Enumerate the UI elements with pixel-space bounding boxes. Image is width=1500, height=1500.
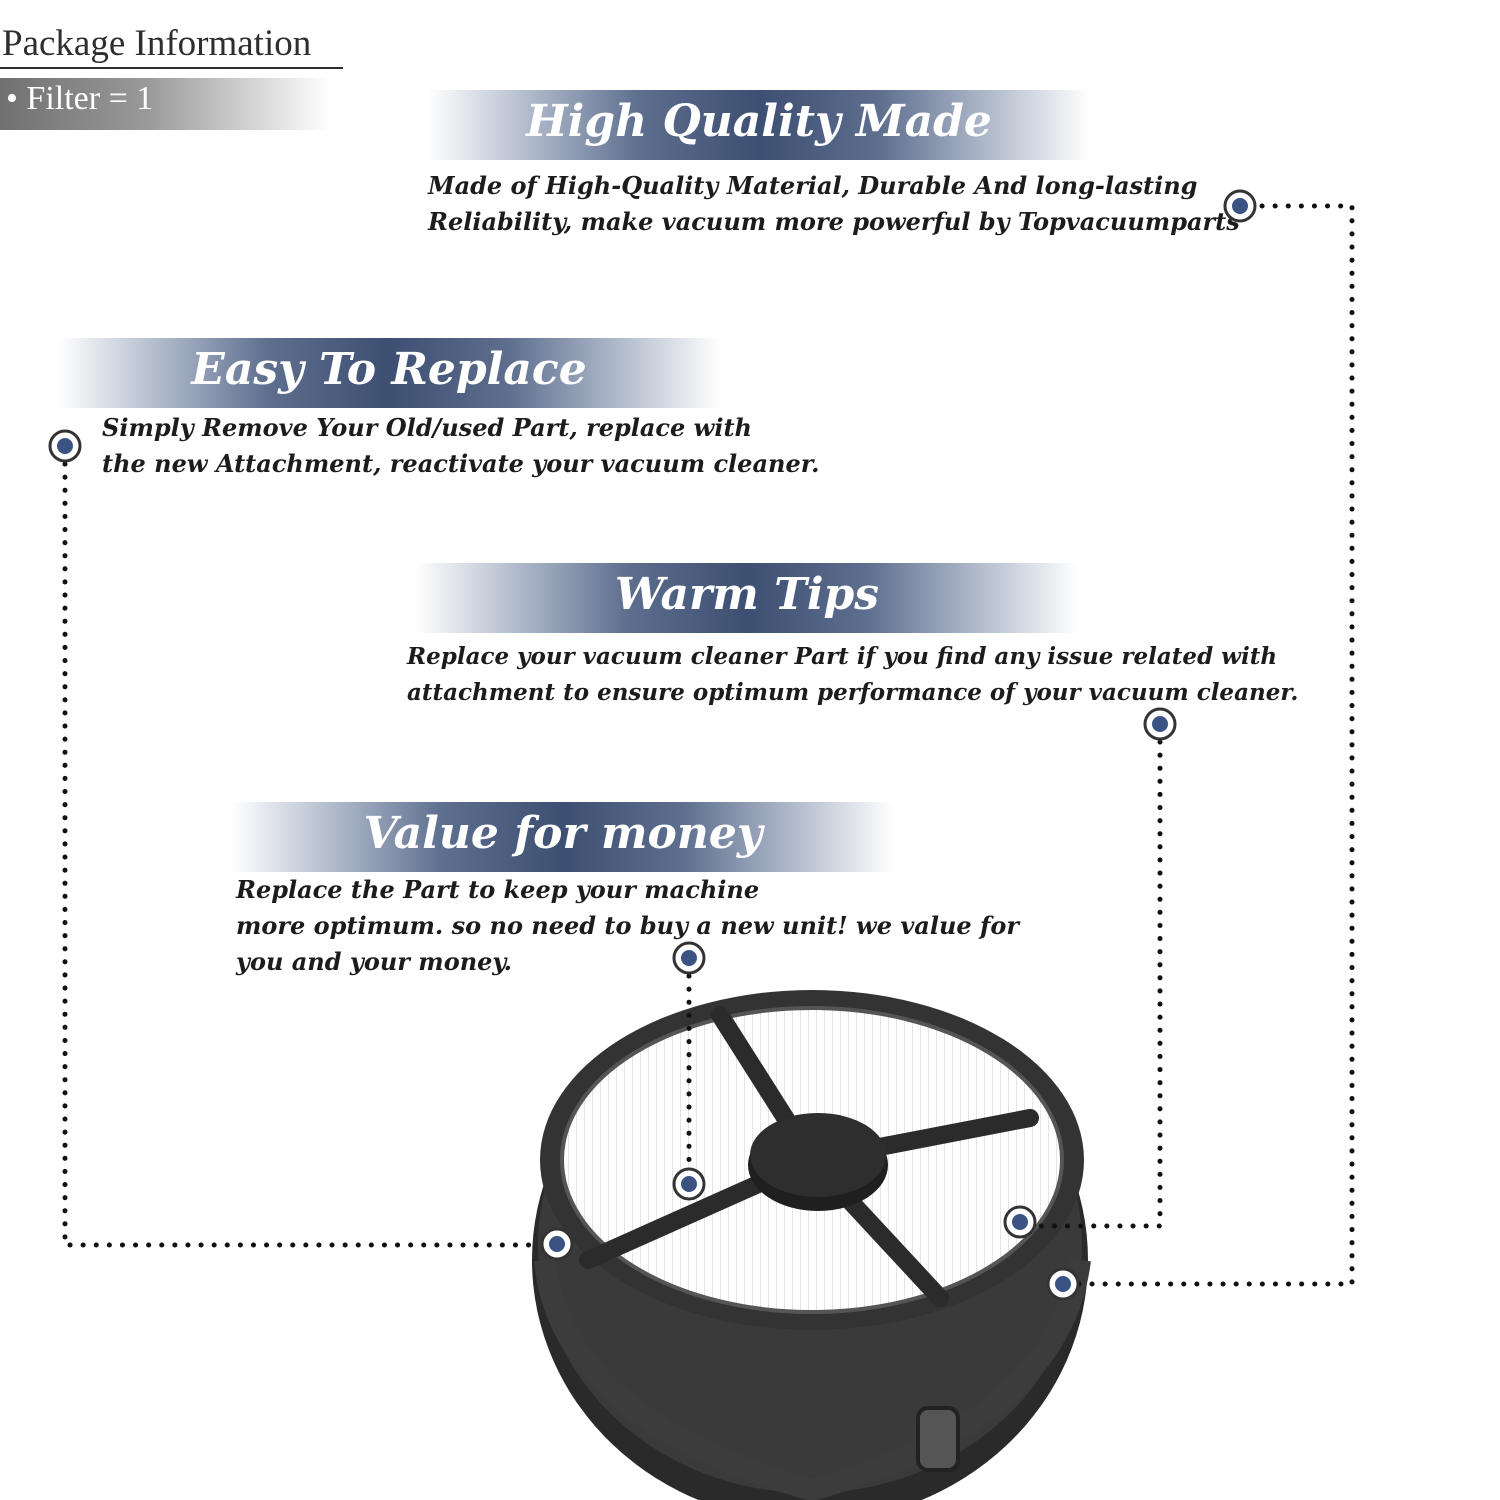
connector-lines <box>62 203 1355 1287</box>
description-line: Replace your vacuum cleaner Part if you … <box>407 643 1278 670</box>
banner-title: Easy To Replace <box>191 344 587 395</box>
connector-high-quality <box>1075 203 1355 1287</box>
connector-warm-tips <box>1033 739 1163 1229</box>
marker-dot <box>1046 1267 1080 1301</box>
package-item: • Filter = 1 <box>6 80 154 117</box>
filter-image <box>532 990 1091 1500</box>
marker-dot <box>1223 189 1257 223</box>
description-line: attachment to ensure optimum performance… <box>407 679 1299 706</box>
description-line: you and your money. <box>236 947 512 976</box>
description-easy-to-replace: Simply Remove Your Old/used Part, replac… <box>102 410 820 482</box>
banner-title: Warm Tips <box>614 569 880 620</box>
banner-title: Value for money <box>363 808 763 859</box>
description-line: Replace the Part to keep your machine <box>236 875 760 904</box>
description-warm-tips: Replace your vacuum cleaner Part if you … <box>407 639 1298 711</box>
connector-easy-to-replace <box>62 461 543 1248</box>
description-line: Made of High-Quality Material, Durable A… <box>428 171 1198 200</box>
marker-dot <box>48 429 82 463</box>
marker-dot <box>672 941 706 975</box>
description-value-for-money: Replace the Part to keep your machine mo… <box>236 872 1019 980</box>
markers <box>48 189 1257 1301</box>
package-info-title: Package Information <box>2 23 312 64</box>
marker-dot <box>672 1167 706 1201</box>
banner-title: High Quality Made <box>526 96 992 147</box>
banner-warm-tips: Warm Tips <box>416 563 1078 633</box>
banner-high-quality: High Quality Made <box>428 90 1090 160</box>
description-line: Simply Remove Your Old/used Part, replac… <box>102 413 752 442</box>
description-high-quality: Made of High-Quality Material, Durable A… <box>428 168 1240 240</box>
banner-value-for-money: Value for money <box>232 802 894 872</box>
description-line: more optimum. so no need to buy a new un… <box>236 911 1019 940</box>
banner-easy-to-replace: Easy To Replace <box>58 338 720 408</box>
marker-dot <box>1143 707 1177 741</box>
package-item-bar <box>0 78 330 130</box>
marker-dot <box>1003 1205 1037 1239</box>
description-line: Reliability, make vacuum more powerful b… <box>428 207 1240 236</box>
description-line: the new Attachment, reactivate your vacu… <box>102 449 820 478</box>
title-underline <box>0 67 343 69</box>
marker-dot <box>540 1227 574 1261</box>
